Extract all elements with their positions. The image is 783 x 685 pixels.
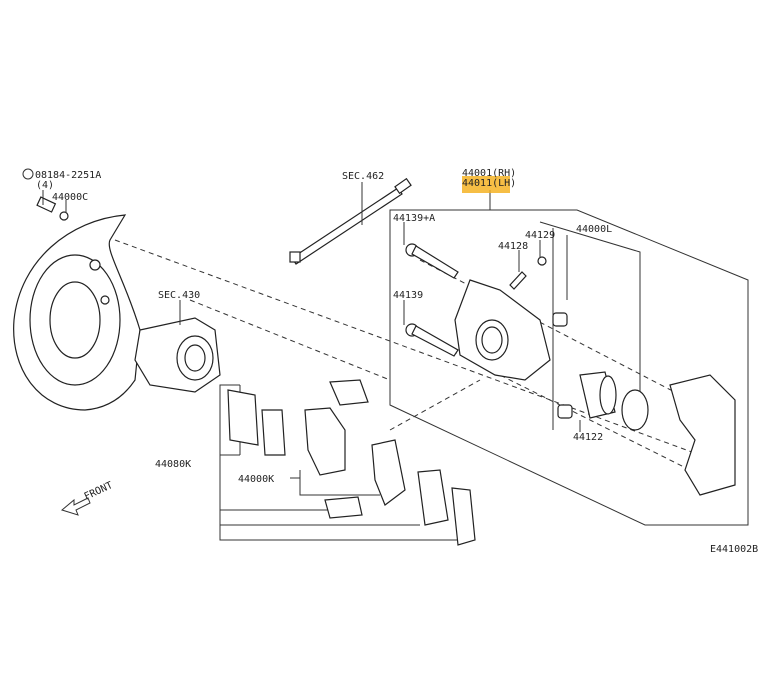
label-pads: 44000K [238, 474, 274, 485]
piston-part [579, 371, 617, 419]
front-arrow-icon [60, 497, 91, 516]
leader-line [42, 182, 581, 432]
guide-pin-part [405, 243, 459, 357]
label-sec462: SEC.462 [342, 171, 384, 182]
label-bolt-qty: (4) [36, 180, 54, 191]
label-kit: 44000L [576, 224, 612, 235]
caliper-group-frame [389, 209, 749, 526]
label-cap: 44129 [525, 230, 555, 241]
shim-part [417, 469, 449, 526]
label-bleeder: 44128 [498, 241, 528, 252]
bolt-symbol-icon [22, 168, 34, 180]
shim-part [227, 389, 286, 456]
pad-clip-part [329, 379, 369, 406]
bleeder-screw-part [509, 271, 527, 290]
centerline [114, 239, 701, 456]
shim-part [451, 487, 476, 546]
brake-pad-part [371, 439, 406, 506]
caliper-bracket-part [669, 374, 736, 496]
pads-bracket [290, 470, 380, 496]
pad-clip-part [324, 496, 363, 519]
label-piston: 44122 [573, 432, 603, 443]
brake-pad-part [304, 407, 346, 476]
caliper-lh-highlight [462, 176, 510, 193]
boot-part [557, 404, 573, 419]
centerline [189, 299, 391, 381]
label-bolt: 08184-2251A [35, 170, 101, 181]
label-pin: 44139 [393, 290, 423, 301]
piston-seal-part [621, 389, 649, 431]
label-plate: 44000C [52, 192, 88, 203]
pad-kit-bracket [219, 384, 465, 541]
label-pad-kit: 44080K [155, 459, 191, 470]
centerline [419, 259, 691, 401]
brake-hose-part [289, 177, 412, 265]
label-caliper-lh: 44011(LH) [462, 178, 516, 189]
bleeder-cap-part [537, 256, 547, 266]
boot-part [552, 312, 568, 327]
hub-bearing-part [134, 317, 221, 393]
label-pin-a: 44139+A [393, 213, 435, 224]
label-caliper-rh: 44001(RH) [462, 168, 516, 179]
caliper-body-part [454, 279, 551, 381]
figure-code: E441002B [710, 544, 758, 555]
label-front: FRONT [83, 480, 115, 503]
backing-plate-part [13, 214, 141, 411]
centerline [389, 379, 481, 431]
bolt-part [36, 196, 69, 221]
kit-bracket [539, 221, 641, 430]
label-sec430: SEC.430 [158, 290, 200, 301]
